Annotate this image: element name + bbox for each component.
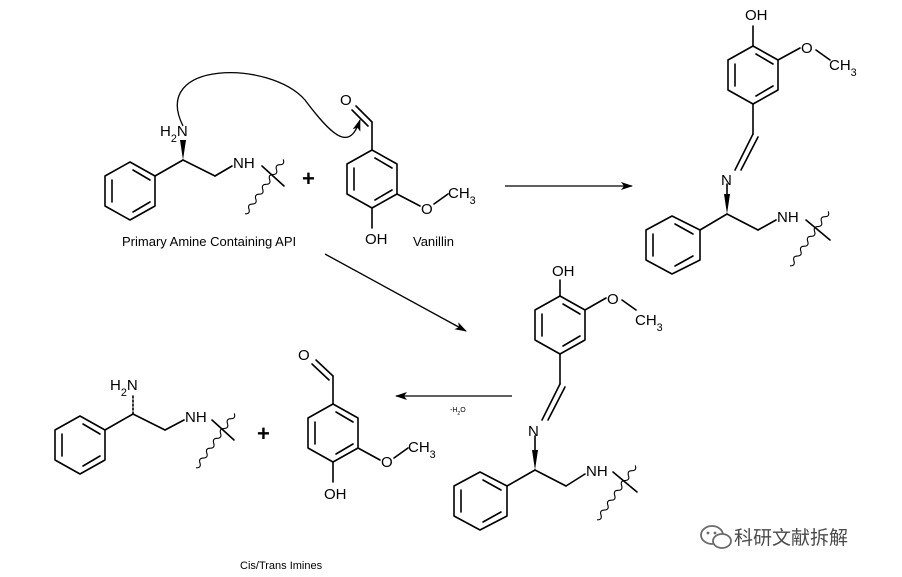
- imine-product-top: [645, 25, 831, 275]
- amine-api-reactant: [104, 140, 286, 221]
- hydrolysis-vanillin-ch3: CH3: [408, 439, 436, 461]
- imine-mid-o: O: [607, 291, 619, 308]
- diagonal-arrow: [324, 253, 467, 332]
- wechat-icon: [700, 525, 732, 549]
- amine-caption: Primary Amine Containing API: [122, 234, 296, 249]
- hydrolysis-nh: NH: [185, 409, 207, 426]
- hydrolysis-aldehyde-o: O: [298, 347, 310, 364]
- imine-mid-nh: NH: [586, 463, 608, 480]
- vanillin-oh: OH: [365, 231, 388, 248]
- amine-nh2-label: H2N: [160, 123, 188, 145]
- vanillin-hydrolysis-product: [307, 359, 409, 483]
- plus-sign-bottom: +: [257, 421, 270, 446]
- imine-mid-ch3: CH3: [635, 312, 663, 334]
- amine-api-hydrolysis-product: [54, 393, 237, 475]
- imine-top-o: O: [801, 40, 813, 57]
- watermark-text: 科研文献拆解: [734, 527, 848, 549]
- hydrolysis-vanillin-oh: OH: [324, 486, 347, 503]
- imine-mid-oh: OH: [552, 263, 575, 280]
- imine-product-middle: [453, 279, 638, 531]
- plus-sign-top: +: [302, 166, 315, 191]
- hydrolysis-vanillin-o: O: [381, 454, 393, 471]
- imine-mid-n: N: [528, 423, 539, 440]
- vanillin-caption: Vanillin: [413, 234, 454, 249]
- hydrolysis-nh2: H2N: [110, 377, 138, 399]
- imine-top-nh: NH: [777, 209, 799, 226]
- amine-nh-label: NH: [233, 155, 255, 172]
- imine-top-n: N: [721, 172, 732, 189]
- vanillin-o: O: [421, 201, 433, 218]
- vanillin-reactant: [346, 105, 449, 229]
- imine-top-oh: OH: [745, 7, 768, 24]
- hydrolysis-condition: -H2O: [450, 407, 466, 417]
- vanillin-aldehyde-o: O: [340, 92, 352, 109]
- vanillin-ch3: CH3: [448, 185, 476, 207]
- cis-trans-caption: Cis/Trans Imines: [240, 560, 323, 572]
- imine-top-ch3: CH3: [829, 57, 857, 79]
- mechanism-arrow: [176, 71, 361, 139]
